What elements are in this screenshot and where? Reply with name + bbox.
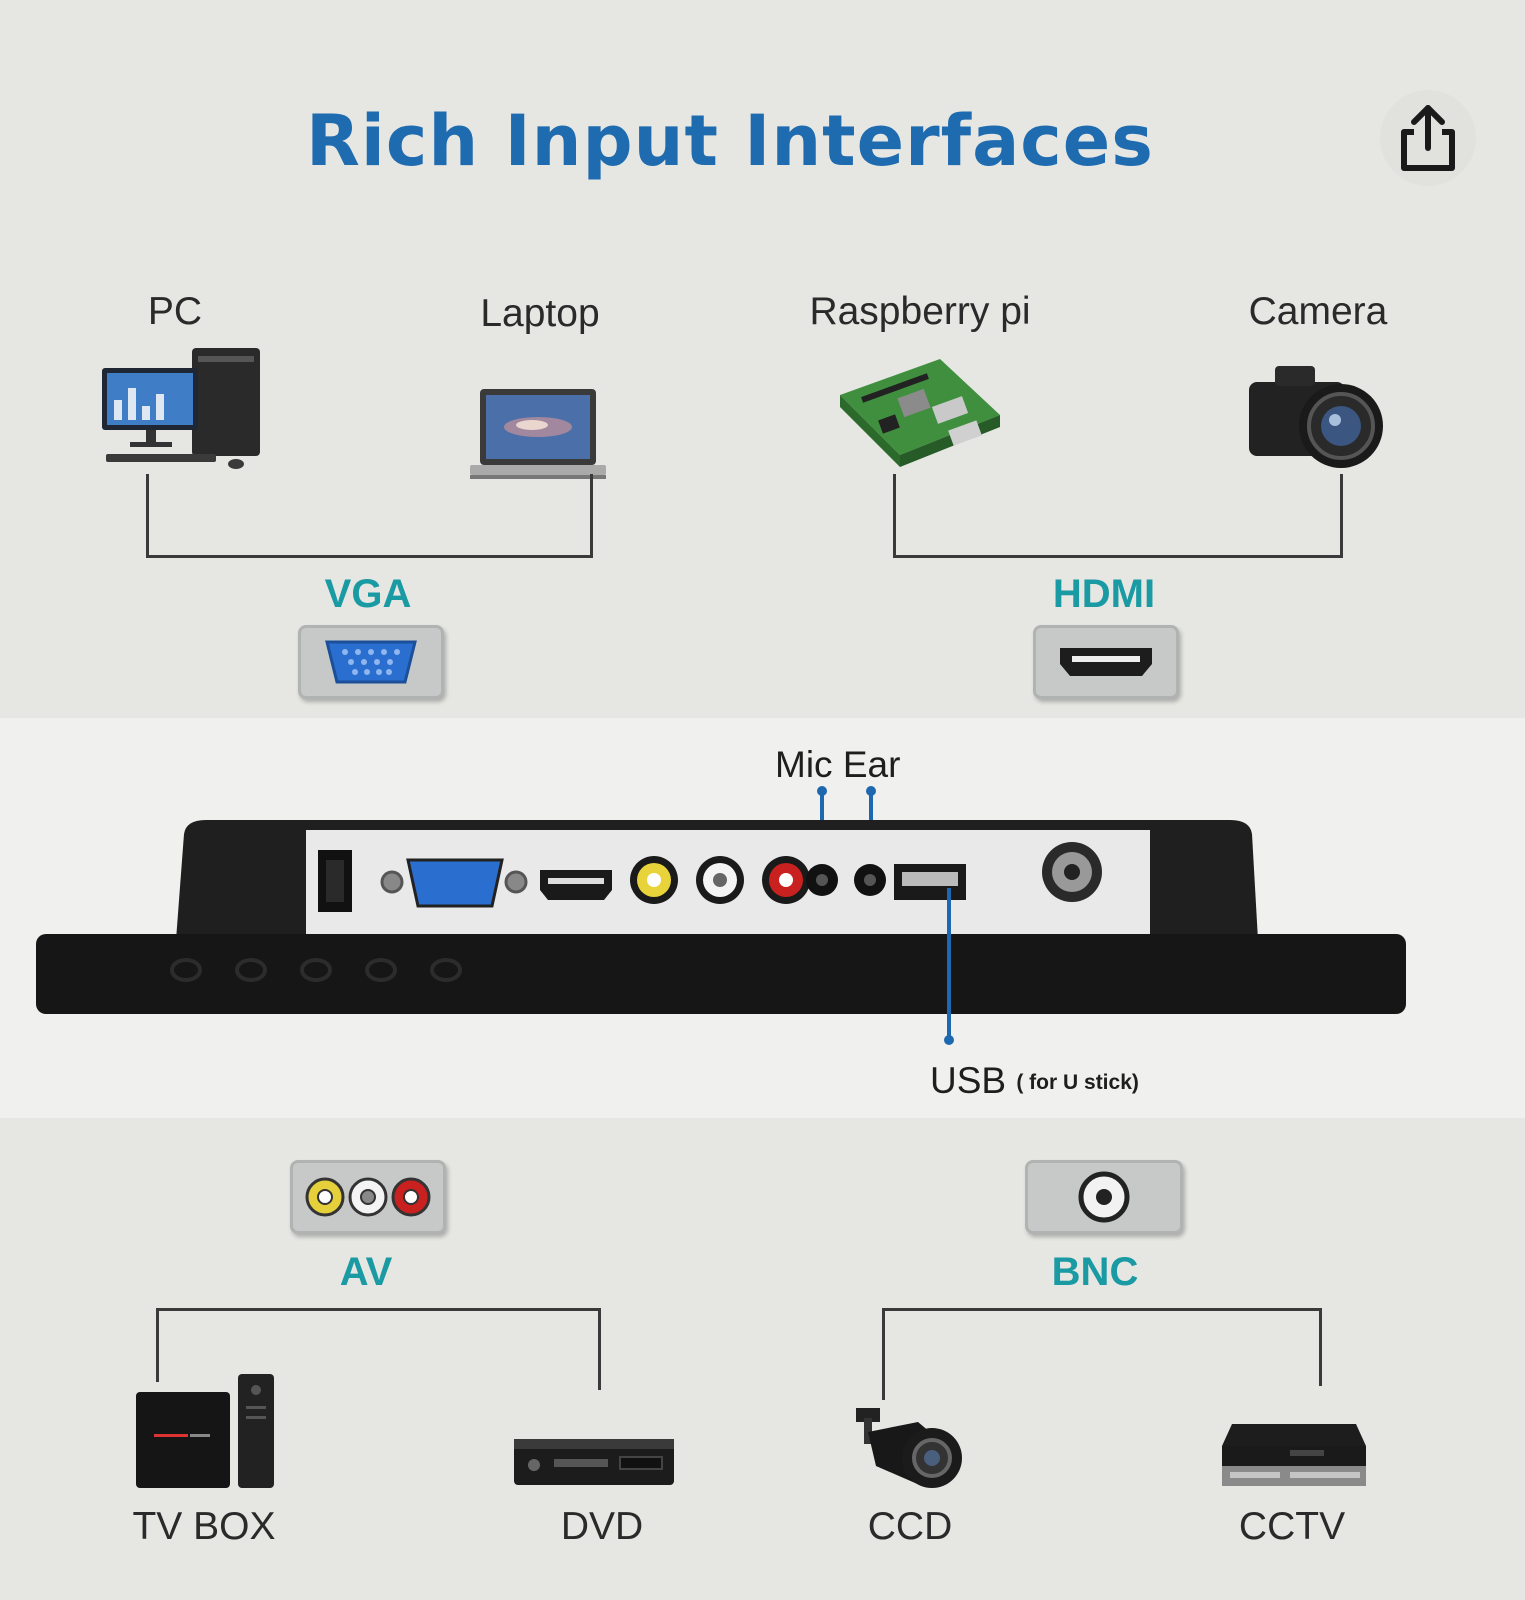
pc-icon — [102, 348, 260, 469]
bnc-port-icon — [1078, 1171, 1130, 1223]
usb-pointer-dot — [944, 1035, 954, 1045]
page-title: Rich Input Interfaces — [306, 100, 1154, 182]
ccd-camera-icon — [856, 1408, 962, 1488]
ear-pointer-dot — [866, 786, 876, 796]
device-label-camera: Camera — [1248, 290, 1388, 333]
av-port-icon — [305, 1177, 431, 1217]
wire-laptop — [590, 474, 593, 558]
device-label-tvbox: TV BOX — [132, 1505, 276, 1548]
device-label-raspberry: Raspberry pi — [809, 290, 1031, 333]
hdmi-port-box — [1033, 625, 1179, 699]
device-label-dvd: DVD — [560, 1505, 644, 1548]
share-button[interactable] — [1380, 90, 1476, 186]
usb-label-main: USB — [930, 1060, 1007, 1101]
camera-icon — [1249, 366, 1383, 468]
port-label-bnc: BNC — [1051, 1250, 1139, 1294]
vga-port-icon — [325, 640, 417, 684]
vga-port-box — [298, 625, 444, 699]
port-label-av: AV — [339, 1250, 393, 1294]
usb-label: USB ( for U stick) — [930, 1060, 1139, 1102]
wire-bnc-bus — [882, 1308, 1322, 1311]
wire-vga-bus — [146, 555, 593, 558]
device-label-cctv: CCTV — [1238, 1505, 1346, 1548]
share-icon — [1401, 105, 1455, 171]
port-label-vga: VGA — [324, 572, 412, 616]
device-label-ccd: CCD — [867, 1505, 953, 1548]
dvd-icon — [514, 1439, 674, 1485]
usb-label-note: ( for U stick) — [1016, 1071, 1139, 1095]
wire-hdmi-bus — [893, 555, 1343, 558]
port-label-hdmi: HDMI — [1052, 572, 1156, 616]
wire-camera — [1340, 474, 1343, 558]
wire-ccd — [882, 1308, 885, 1400]
av-port-box — [290, 1160, 446, 1234]
bnc-port-box — [1025, 1160, 1183, 1234]
tv-box-icon — [136, 1374, 274, 1488]
hdmi-port-icon — [1060, 648, 1152, 676]
cctv-dvr-icon — [1222, 1424, 1366, 1486]
wire-av-bus — [156, 1308, 601, 1311]
wire-pc — [146, 474, 149, 558]
laptop-icon — [470, 389, 606, 479]
mic-ear-label: Mic Ear — [775, 744, 901, 785]
wire-dvd — [598, 1308, 601, 1390]
monitor-rear-panel — [36, 820, 1406, 1014]
device-label-pc: PC — [147, 290, 203, 333]
device-label-laptop: Laptop — [480, 292, 600, 335]
wire-raspberry — [893, 474, 896, 558]
usb-pointer — [947, 888, 951, 1040]
mic-pointer-dot — [817, 786, 827, 796]
raspberry-pi-icon — [840, 359, 1000, 467]
wire-cctv — [1319, 1308, 1322, 1386]
wire-tvbox — [156, 1308, 159, 1382]
